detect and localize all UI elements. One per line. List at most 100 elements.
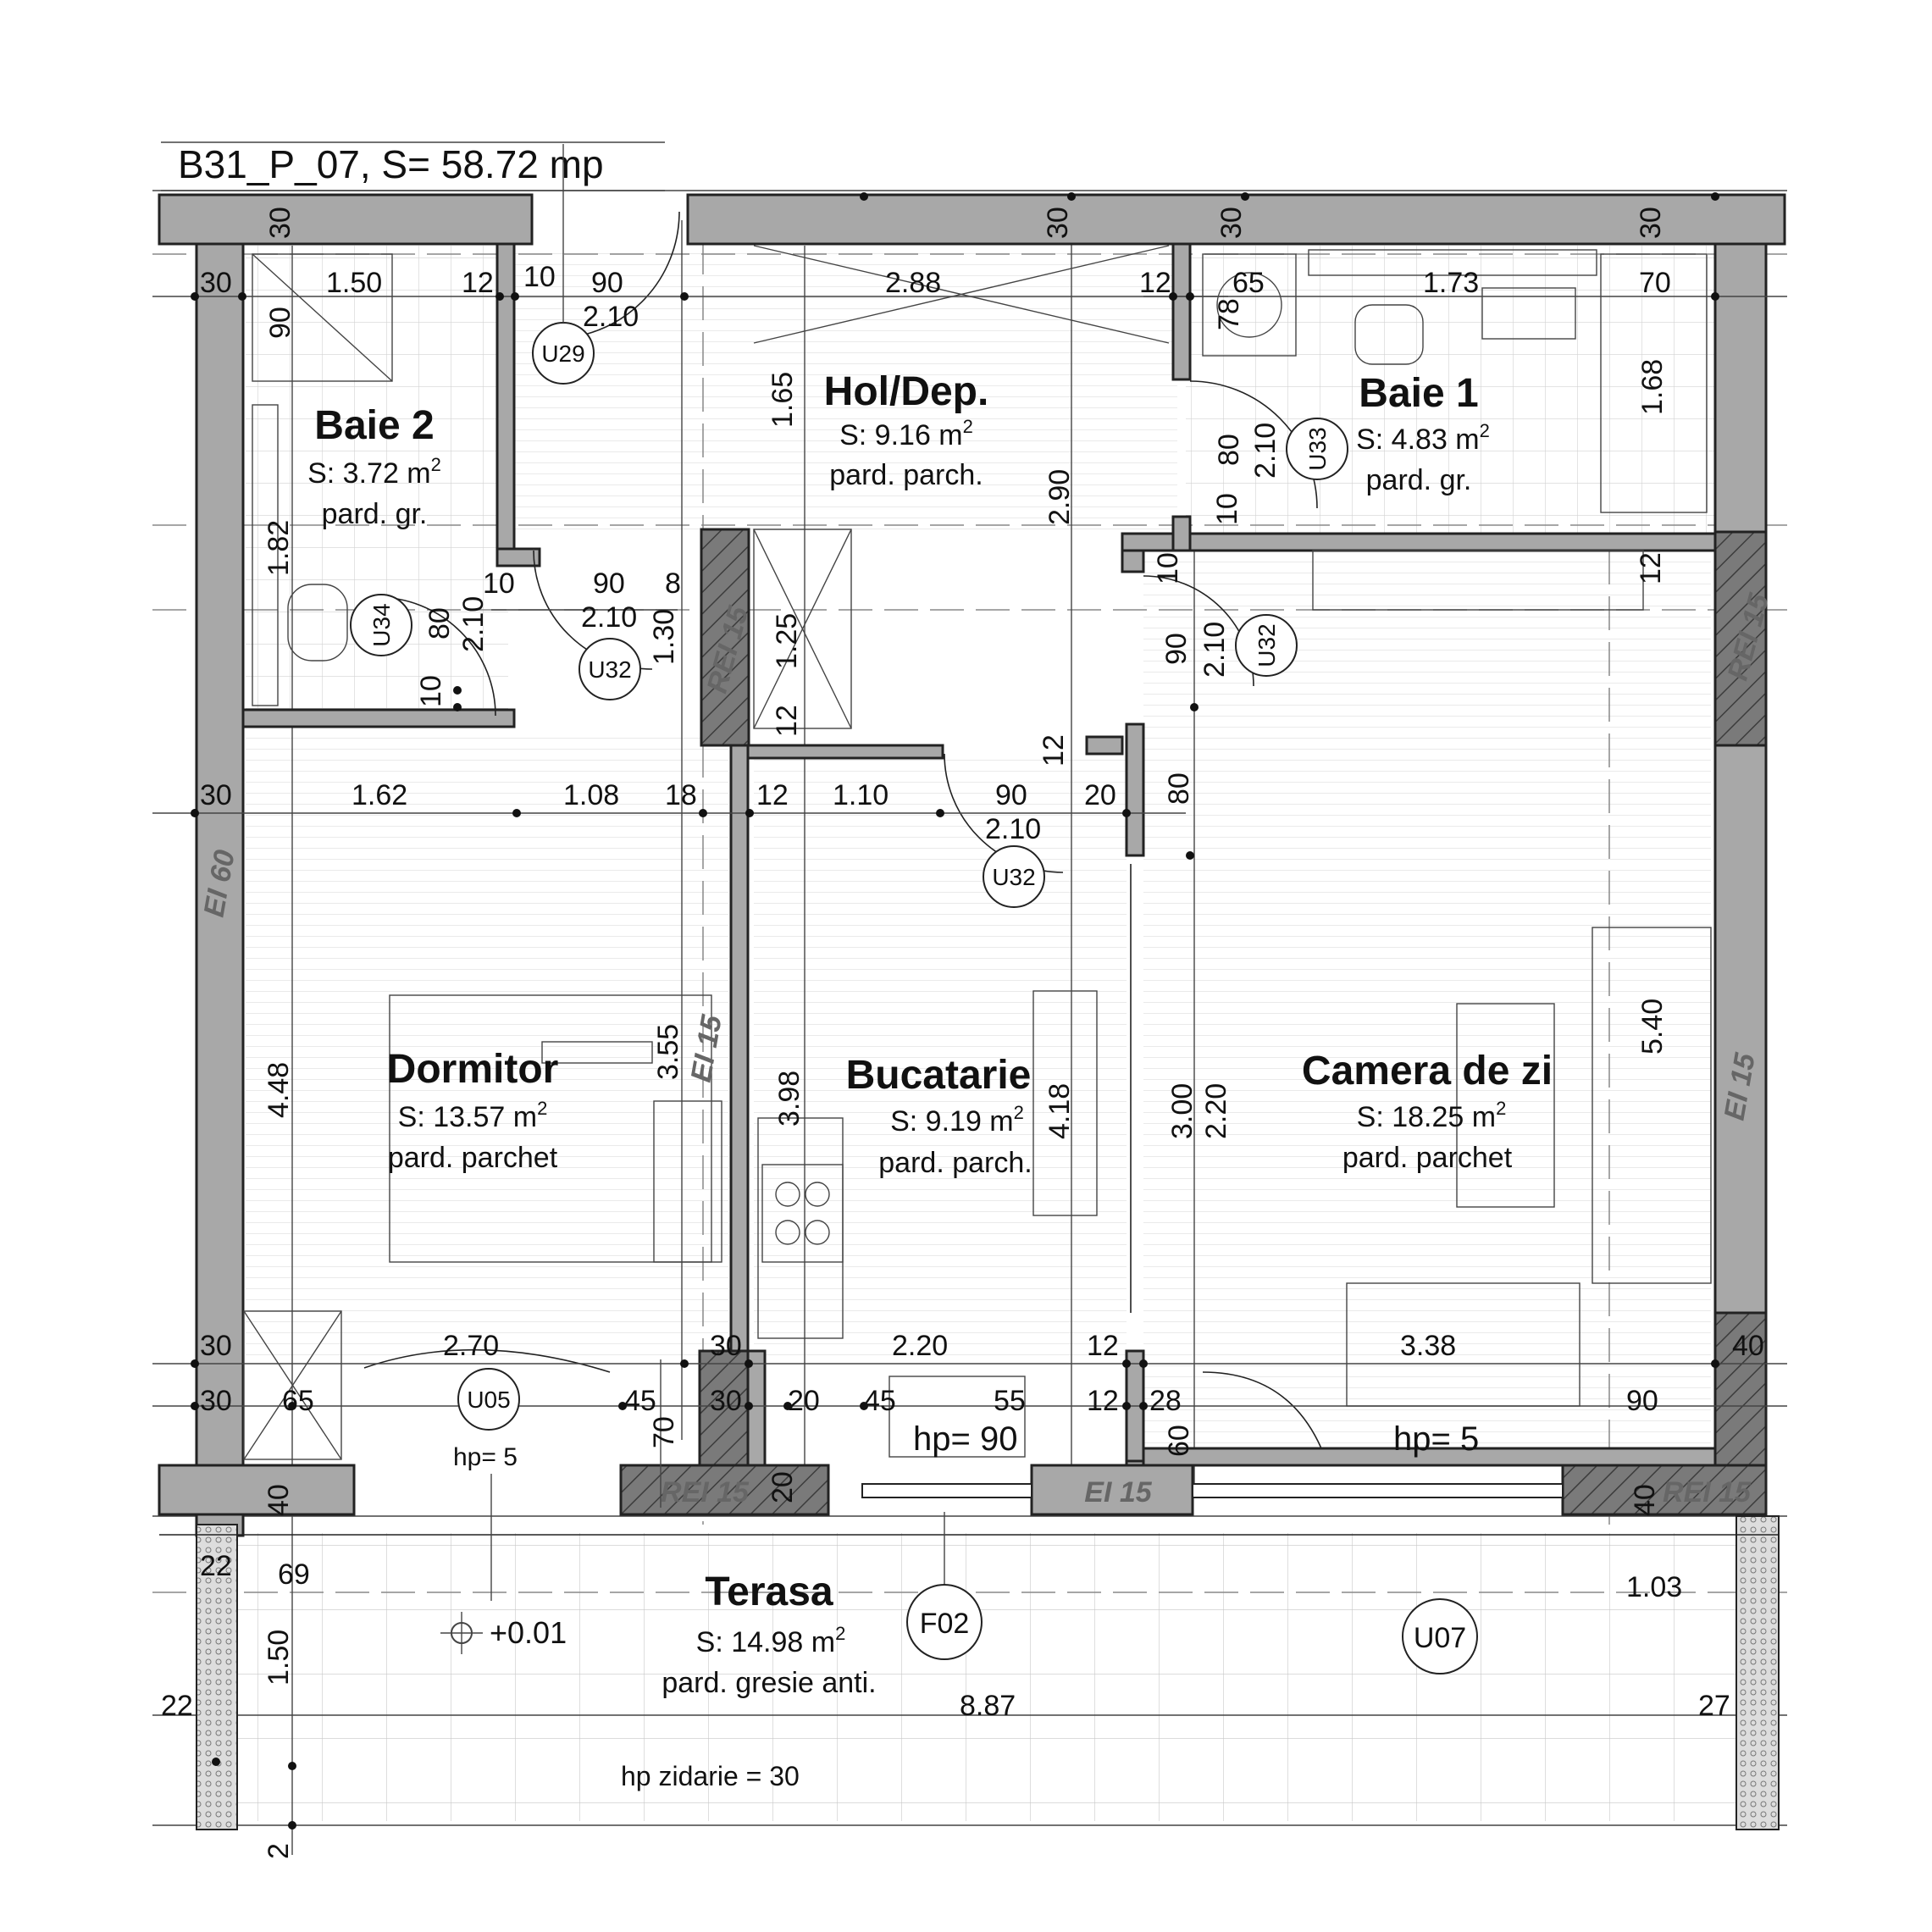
plan-label: hp zidarie = 30 <box>621 1761 800 1791</box>
plan-label: 2 <box>1480 420 1490 441</box>
plan-label: hp= 90 <box>913 1420 1017 1458</box>
plan-label: Bucatarie <box>846 1053 1032 1098</box>
plan-label: 30 <box>1042 207 1074 239</box>
plan-label: 30 <box>200 779 232 811</box>
plan-text: B31_P_07, S= 58.72 mp Baie 2 S: 3.72 m2 … <box>161 141 1775 1859</box>
plan-label: 1.25 <box>771 613 803 669</box>
plan-label: 30 <box>710 1385 742 1417</box>
room-area: S: 4.83 m2 <box>1356 420 1490 456</box>
plan-label: 8.87 <box>960 1690 1016 1722</box>
plan-label: 12 <box>771 705 803 737</box>
plan-label: 2 <box>263 1843 295 1859</box>
dimension-labels: 30 1.50 12 10 90 2.10 2.88 12 65 1.73 70… <box>161 207 1764 1859</box>
plan-label: 78 <box>1213 298 1245 330</box>
room-baie-1: Baie 1 S: 4.83 m2 pard. gr. <box>1356 371 1490 496</box>
plan-label: 90 <box>1160 633 1193 665</box>
plan-label: U32 <box>1254 623 1280 667</box>
room-hol-dep: Hol/Dep. S: 9.16 m2 pard. parch. <box>824 369 989 491</box>
plan-label: 80 <box>1163 772 1195 805</box>
fixtures <box>243 245 1712 1460</box>
plan-label: 2.10 <box>583 301 639 333</box>
plan-label: Baie 2 <box>314 403 434 448</box>
plan-label: 2.20 <box>1200 1083 1232 1139</box>
plan-label: 2.70 <box>443 1330 499 1362</box>
plan-label: 22 <box>200 1550 232 1582</box>
plan-label: 90 <box>591 267 623 299</box>
plan-label: 40 <box>263 1484 295 1516</box>
dimension-lines <box>152 296 1787 1609</box>
plan-title: B31_P_07, S= 58.72 mp <box>178 142 604 186</box>
plan-label: +0.01 <box>490 1615 567 1650</box>
plan-label: pard. parch. <box>878 1147 1032 1179</box>
plan-label: 30 <box>1215 207 1248 239</box>
plan-label: U33 <box>1304 427 1331 470</box>
plan-label: 10 <box>483 567 515 600</box>
plan-label: 30 <box>200 267 232 299</box>
plan-label: Hol/Dep. <box>824 369 989 414</box>
plan-label: 5.40 <box>1636 999 1669 1055</box>
room-area: S: 9.16 m2 <box>839 416 973 451</box>
plan-label: pard. parchet <box>1342 1142 1513 1174</box>
plan-label: 45 <box>624 1385 656 1417</box>
plan-label: 1.10 <box>833 779 888 811</box>
plan-label: 30 <box>1635 207 1667 239</box>
plan-label: 70 <box>1639 267 1671 299</box>
plan-label: 1.73 <box>1423 267 1479 299</box>
plan-label: REI 15 <box>1663 1476 1752 1509</box>
room-terasa: Terasa S: 14.98 m2 pard. gresie anti. <box>662 1569 876 1699</box>
plan-label: 2 <box>963 416 973 437</box>
notes: hp= 5 hp= 90 hp= 5 +0.01 hp zidarie = 30 <box>440 1420 1479 1791</box>
plan-label: 30 <box>200 1385 232 1417</box>
plan-label: U32 <box>588 656 631 683</box>
plan-label: 90 <box>593 567 625 600</box>
room-baie-2: Baie 2 S: 3.72 m2 pard. gr. <box>307 403 441 530</box>
plan-label: 65 <box>1232 267 1265 299</box>
plan-label: 2.88 <box>885 267 941 299</box>
plan-label: 1.82 <box>263 520 295 576</box>
plan-label: 1.30 <box>648 609 680 665</box>
plan-label: 70 <box>648 1416 680 1448</box>
plan-label: 2.20 <box>892 1330 948 1362</box>
plan-label: 3.98 <box>773 1071 805 1127</box>
plan-label: S: 13.57 m <box>398 1101 537 1133</box>
plan-label: 10 <box>1152 552 1184 584</box>
plan-label: 1.62 <box>352 779 407 811</box>
plan-label: 4.48 <box>263 1062 295 1118</box>
plan-label: 2.10 <box>985 813 1041 845</box>
plan-label: 12 <box>1139 267 1171 299</box>
plan-label: 1.50 <box>326 267 382 299</box>
plan-label: 10 <box>523 261 556 293</box>
plan-label: 28 <box>1149 1385 1182 1417</box>
plan-label: 90 <box>264 307 296 339</box>
plan-label: 10 <box>1211 493 1243 525</box>
dimension-dots <box>191 192 1719 1830</box>
room-camera-de-zi: Camera de zi S: 18.25 m2 pard. parchet <box>1302 1049 1553 1174</box>
plan-label: 20 <box>767 1471 799 1503</box>
plan-label: 3.00 <box>1166 1083 1199 1139</box>
plan-label: Terasa <box>705 1569 833 1614</box>
plan-label: 1.03 <box>1626 1571 1682 1603</box>
room-area: S: 18.25 m2 <box>1357 1098 1507 1133</box>
plan-label: EI 15 <box>1084 1476 1152 1509</box>
floor-finishes <box>237 246 1745 1821</box>
plan-label: 2.10 <box>1249 423 1282 479</box>
plan-label: 80 <box>423 607 456 639</box>
plan-label: 2 <box>537 1098 547 1119</box>
plan-label: 3.38 <box>1400 1330 1456 1362</box>
room-area: S: 9.19 m2 <box>890 1102 1024 1138</box>
plan-label: 40 <box>1732 1330 1764 1362</box>
plan-label: 12 <box>1087 1385 1119 1417</box>
plan-label: S: 18.25 m <box>1357 1101 1496 1133</box>
plan-label: 12 <box>462 267 494 299</box>
plan-label: pard. gresie anti. <box>662 1667 876 1699</box>
plan-label: U29 <box>541 340 584 367</box>
plan-label: 2 <box>835 1623 845 1644</box>
door-tags: U29 U33 U34 U32 U32 U32 U05 F02 U07 <box>350 144 1478 1675</box>
plan-label: pard. parch. <box>829 459 983 491</box>
plan-label: S: 4.83 m <box>1356 423 1480 456</box>
plan-label: S: 9.19 m <box>890 1105 1014 1138</box>
walls <box>158 193 1786 1830</box>
plan-label: 2.90 <box>1044 469 1076 525</box>
plan-label: 12 <box>756 779 789 811</box>
plan-label: REI 15 <box>661 1476 750 1509</box>
